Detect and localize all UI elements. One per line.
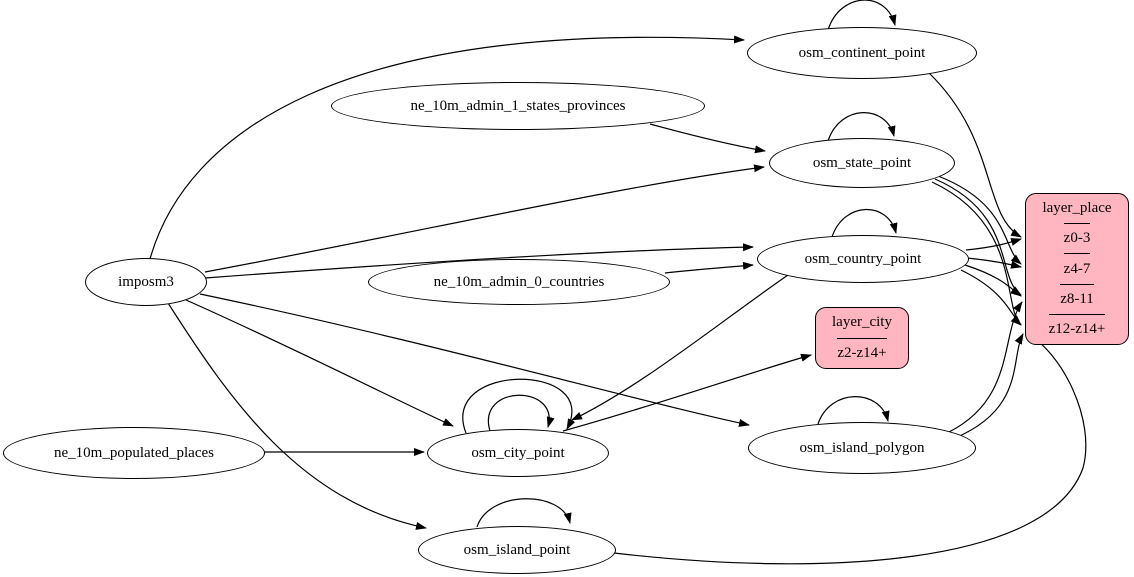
node-layer-place: layer_place z0-3 z4-7 z8-11 z12-z14+ <box>1025 193 1129 345</box>
edge-loop-osm-island-polygon <box>817 396 890 425</box>
layer-city-title: layer_city <box>832 314 892 331</box>
edge-loop-osm-state-point <box>827 112 896 142</box>
node-osm-country-point-label: osm_country_point <box>804 250 922 267</box>
edge-imposm3-osm-country-point <box>204 243 754 279</box>
node-osm-island-point: osm_island_point <box>418 526 616 574</box>
edge-osm-island-polygon-layer-place-z12-z14 <box>954 333 1024 439</box>
node-osm-state-point-label: osm_state_point <box>812 154 912 171</box>
node-osm-continent-point-label: osm_continent_point <box>798 44 926 61</box>
edge-osm-country-point-layer-place-z4-7 <box>966 257 1022 269</box>
edge-osm-state-point-layer-place-z4-7 <box>937 175 1022 265</box>
edge-loop-inner-osm-city-point <box>487 394 555 432</box>
edge-imposm3-osm-city-point <box>185 299 454 427</box>
edge-osm-country-point-layer-place-z8-11 <box>964 264 1022 297</box>
node-layer-city: layer_city z2-z14+ <box>815 307 909 369</box>
node-osm-state-point: osm_state_point <box>769 138 955 188</box>
node-imposm3-label: imposm3 <box>118 273 174 290</box>
edge-osm-state-point-layer-place-z8-11 <box>934 178 1022 296</box>
edge-osm-city-point-layer-city-z2 <box>562 353 812 432</box>
edge-loop-osm-continent-point <box>827 0 897 31</box>
node-osm-city-point-label: osm_city_point <box>471 444 565 461</box>
edge-osm-country-point-layer-place-z0-3 <box>965 238 1022 251</box>
edge-loop-osm-country-point <box>831 208 898 238</box>
node-osm-country-point: osm_country_point <box>757 235 969 283</box>
edge-imposm3-osm-continent-point <box>149 35 745 260</box>
layer-place-row-z12-z14: z12-z14+ <box>1048 313 1106 344</box>
node-ne-10m-admin-1-states-provinces: ne_10m_admin_1_states_provinces <box>331 82 705 130</box>
edge-ne-10m-admin-1-states-provinces-osm-state-point <box>649 123 766 154</box>
node-ne-10m-admin-0-countries-label: ne_10m_admin_0_countries <box>433 273 605 290</box>
layer-place-row-z8-11: z8-11 <box>1060 283 1094 314</box>
edge-osm-country-point-osm-city-point <box>571 274 789 421</box>
edge-imposm3-osm-state-point <box>204 164 765 273</box>
edge-loop-osm-island-point <box>476 498 572 528</box>
node-ne-10m-admin-1-states-provinces-label: ne_10m_admin_1_states_provinces <box>410 97 626 114</box>
node-osm-city-point: osm_city_point <box>427 429 609 477</box>
node-imposm3: imposm3 <box>85 258 207 306</box>
node-osm-island-polygon: osm_island_polygon <box>748 422 976 474</box>
edge-osm-island-polygon-layer-place-z8-11 <box>948 301 1023 433</box>
layer-place-title: layer_place <box>1042 200 1112 217</box>
node-ne-10m-populated-places: ne_10m_populated_places <box>3 427 265 479</box>
edge-osm-island-point-layer-place-z12-z14 <box>613 332 1087 565</box>
edge-imposm3-osm-island-point <box>167 302 427 530</box>
edge-imposm3-osm-island-polygon <box>199 293 750 427</box>
node-ne-10m-admin-0-countries: ne_10m_admin_0_countries <box>368 259 670 305</box>
node-osm-continent-point: osm_continent_point <box>747 27 977 79</box>
layer-city-row-z2-z14: z2-z14+ <box>837 337 887 369</box>
node-ne-10m-populated-places-label: ne_10m_populated_places <box>54 444 214 461</box>
edge-ne-10m-admin-0-countries-osm-country-point <box>664 261 754 274</box>
node-osm-island-point-label: osm_island_point <box>463 541 571 558</box>
edge-osm-continent-point-layer-place-z0-3 <box>928 72 1022 238</box>
edge-osm-country-point-layer-place-z12-z14 <box>960 269 1022 326</box>
layer-place-row-z0-3: z0-3 <box>1063 223 1091 253</box>
edge-loop-outer-osm-city-point <box>462 378 576 434</box>
node-osm-island-polygon-label: osm_island_polygon <box>799 439 925 456</box>
layer-place-row-z4-7: z4-7 <box>1063 253 1091 283</box>
